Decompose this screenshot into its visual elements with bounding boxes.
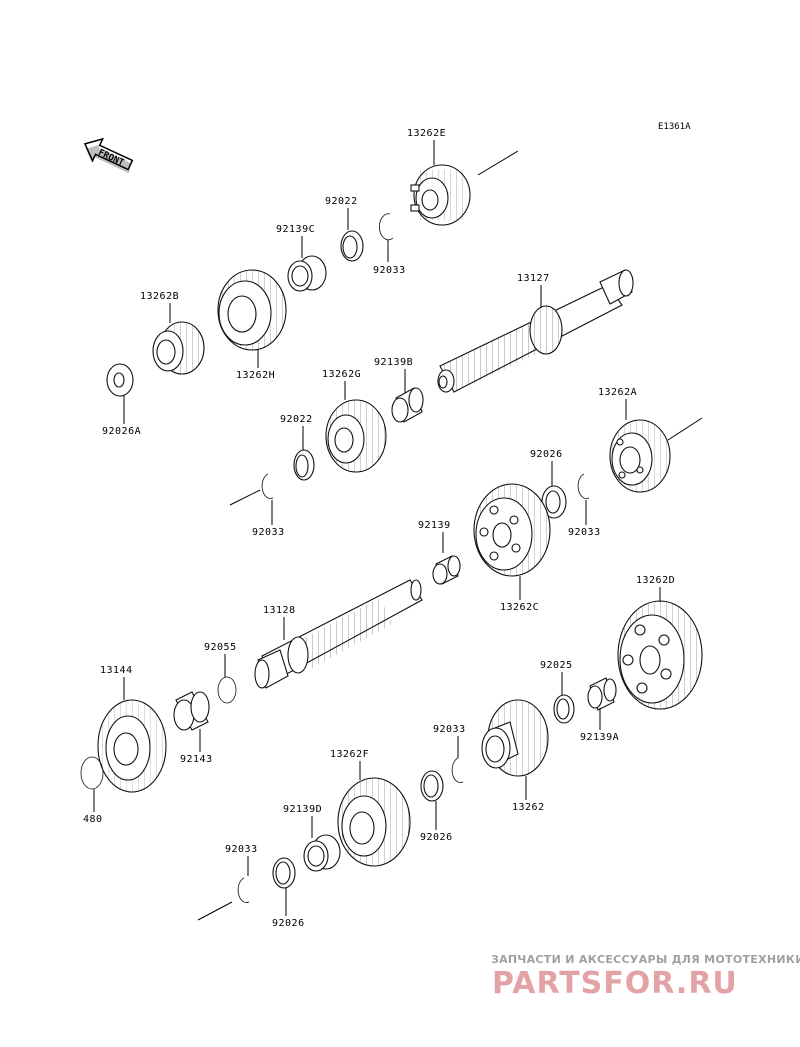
label-92139D: 92139D [283,804,322,815]
label-13262E: 13262E [407,128,446,139]
circlip-92033-left [261,473,274,499]
bearing-92139C [287,255,327,292]
label-92033-bottom: 92033 [225,844,258,855]
axis-line-right [667,417,703,441]
label-13262G: 13262G [322,369,361,380]
washer-92025 [553,694,575,724]
sprocket-13144 [97,699,167,793]
gear-13262D [617,600,703,710]
label-92033-left: 92033 [252,527,285,538]
label-92143: 92143 [180,754,213,765]
label-92026-right: 92026 [530,449,563,460]
gear-13262E [410,164,471,226]
label-92033-low: 92033 [433,724,466,735]
label-13262C: 13262C [500,602,539,613]
gear-13262F [337,777,411,867]
label-92139B: 92139B [374,357,413,368]
front-arrow-icon: FRONT [83,137,134,174]
circlip-480 [80,756,104,790]
label-13128: 13128 [263,605,296,616]
gear-13262B [152,321,205,375]
label-13127: 13127 [517,273,550,284]
bushing-92139 [432,555,461,585]
oring-92055 [217,676,237,704]
label-92022-top: 92022 [325,196,358,207]
washer-92026-low [420,770,444,802]
gear-13262G [325,399,387,473]
label-13262A: 13262A [598,387,637,398]
gear-13262C [473,483,551,577]
shaft-13127 [437,269,634,393]
washer-92022-mid [293,449,315,481]
label-92055: 92055 [204,642,237,653]
label-92022-mid: 92022 [280,414,313,425]
circlip-92033-top [379,213,394,241]
watermark-brand: PARTSFOR.RU [492,966,738,1001]
label-13262F: 13262F [330,749,369,760]
washer-92022-top [340,230,364,262]
label-13262D: 13262D [636,575,675,586]
diagram-ref-code: E1361A [658,122,691,132]
label-92026-low: 92026 [420,832,453,843]
label-92033-right: 92033 [568,527,601,538]
gear-13262H [217,269,287,351]
circlip-92033-low [451,757,464,783]
label-13262H: 13262H [236,370,275,381]
label-92026A: 92026A [102,426,141,437]
label-92139C: 92139C [276,224,315,235]
shaft-13128 [254,579,423,689]
label-480: 480 [83,814,103,825]
circlip-92033-right [577,473,590,499]
axis-line-bottom [197,901,233,921]
label-92139: 92139 [418,520,451,531]
bushing-92139B [391,387,424,423]
washer-92026A [106,363,134,397]
label-92026-bottom: 92026 [272,918,305,929]
bushing-92139A [587,677,617,711]
label-92025: 92025 [540,660,573,671]
bearing-92139D [303,834,341,872]
gear-13262 [481,699,549,777]
circlip-92033-bottom [237,877,250,903]
washer-92026-right [541,485,567,519]
label-92139A: 92139A [580,732,619,743]
label-13262B: 13262B [140,291,179,302]
watermark-tagline: ЗАПЧАСТИ И АКСЕССУАРЫ ДЛЯ МОТОТЕХНИКИ [491,953,800,966]
collar-92143 [173,691,210,731]
label-13144: 13144 [100,665,133,676]
gear-13262A [609,419,671,493]
axis-line-top [477,150,519,176]
label-13262: 13262 [512,802,545,813]
washer-92026-bottom [272,857,296,889]
label-92033-top: 92033 [373,265,406,276]
axis-line-mid [229,489,261,506]
